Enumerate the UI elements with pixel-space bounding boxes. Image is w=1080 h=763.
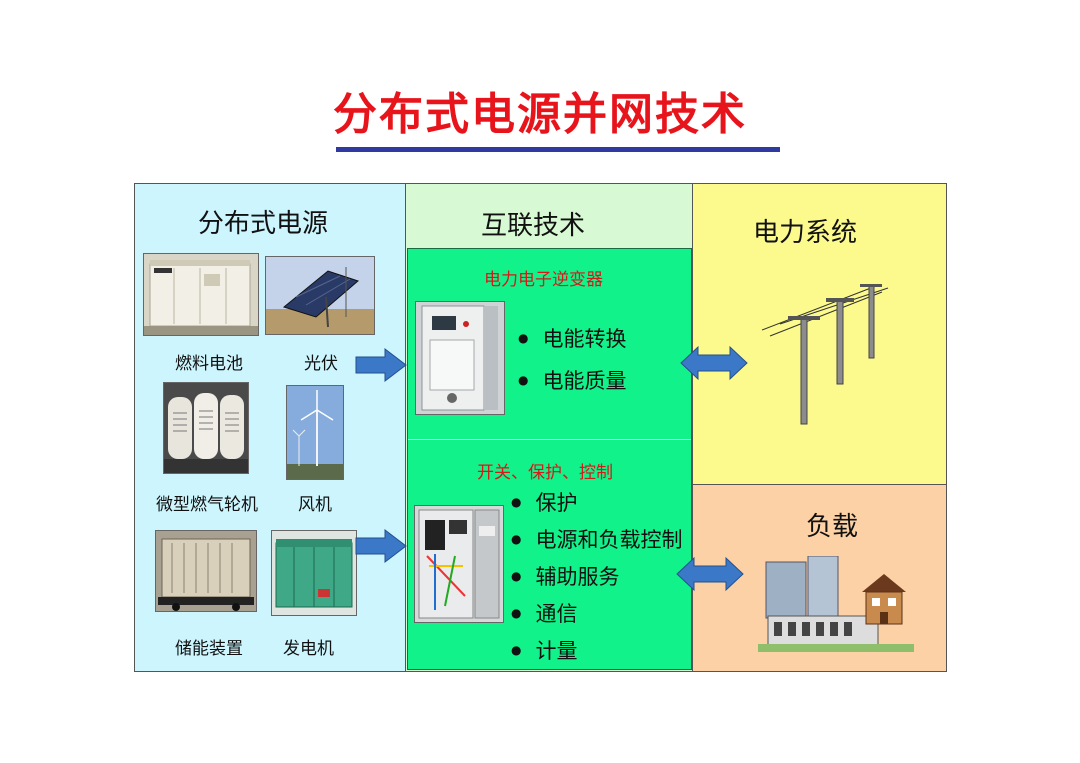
right-arrow-icon — [355, 528, 407, 564]
interconnect-header: 互联技术 — [481, 211, 586, 241]
bullet-item: 计量 — [511, 635, 577, 665]
sources-header: 分布式电源 — [198, 209, 329, 239]
fuel-cell-photo — [143, 253, 259, 336]
storage-unit-photo — [155, 530, 257, 612]
switchgear-cabinet-photo — [414, 505, 504, 623]
microturbine-photo — [163, 382, 249, 474]
generator-photo — [271, 530, 357, 616]
inverter-title: 电力电子逆变器 — [484, 270, 603, 290]
microturbine-label: 微型燃气轮机 — [156, 495, 258, 515]
wind-label: 风机 — [298, 495, 332, 515]
page-title: 分布式电源并网技术 — [333, 89, 747, 140]
right-arrow-icon — [355, 347, 407, 383]
power-poles-image — [761, 284, 889, 425]
fuel-cell-label: 燃料电池 — [175, 354, 243, 374]
bullet-item: 电源和负载控制 — [511, 524, 682, 554]
switchgear-title: 开关、保护、控制 — [477, 463, 613, 483]
inverter-cabinet-photo — [415, 301, 505, 415]
interconnect-divider — [408, 439, 691, 440]
double-arrow-icon — [680, 345, 748, 381]
bullet-item: 电能转换 — [518, 323, 626, 353]
bullet-item: 电能质量 — [518, 365, 626, 395]
generator-label: 发电机 — [283, 639, 334, 659]
title-underline — [336, 147, 780, 152]
load-header: 负载 — [806, 512, 859, 542]
solar-panel-photo — [265, 256, 375, 335]
solar-label: 光伏 — [304, 354, 338, 374]
bullet-item: 保护 — [511, 487, 577, 517]
bullet-item: 通信 — [511, 598, 577, 628]
buildings-image — [758, 556, 914, 652]
storage-label: 储能装置 — [175, 639, 243, 659]
bullet-item: 辅助服务 — [511, 561, 619, 591]
wind-turbine-photo — [286, 385, 344, 480]
double-arrow-icon — [676, 556, 744, 592]
power-system-header: 电力系统 — [753, 218, 858, 248]
